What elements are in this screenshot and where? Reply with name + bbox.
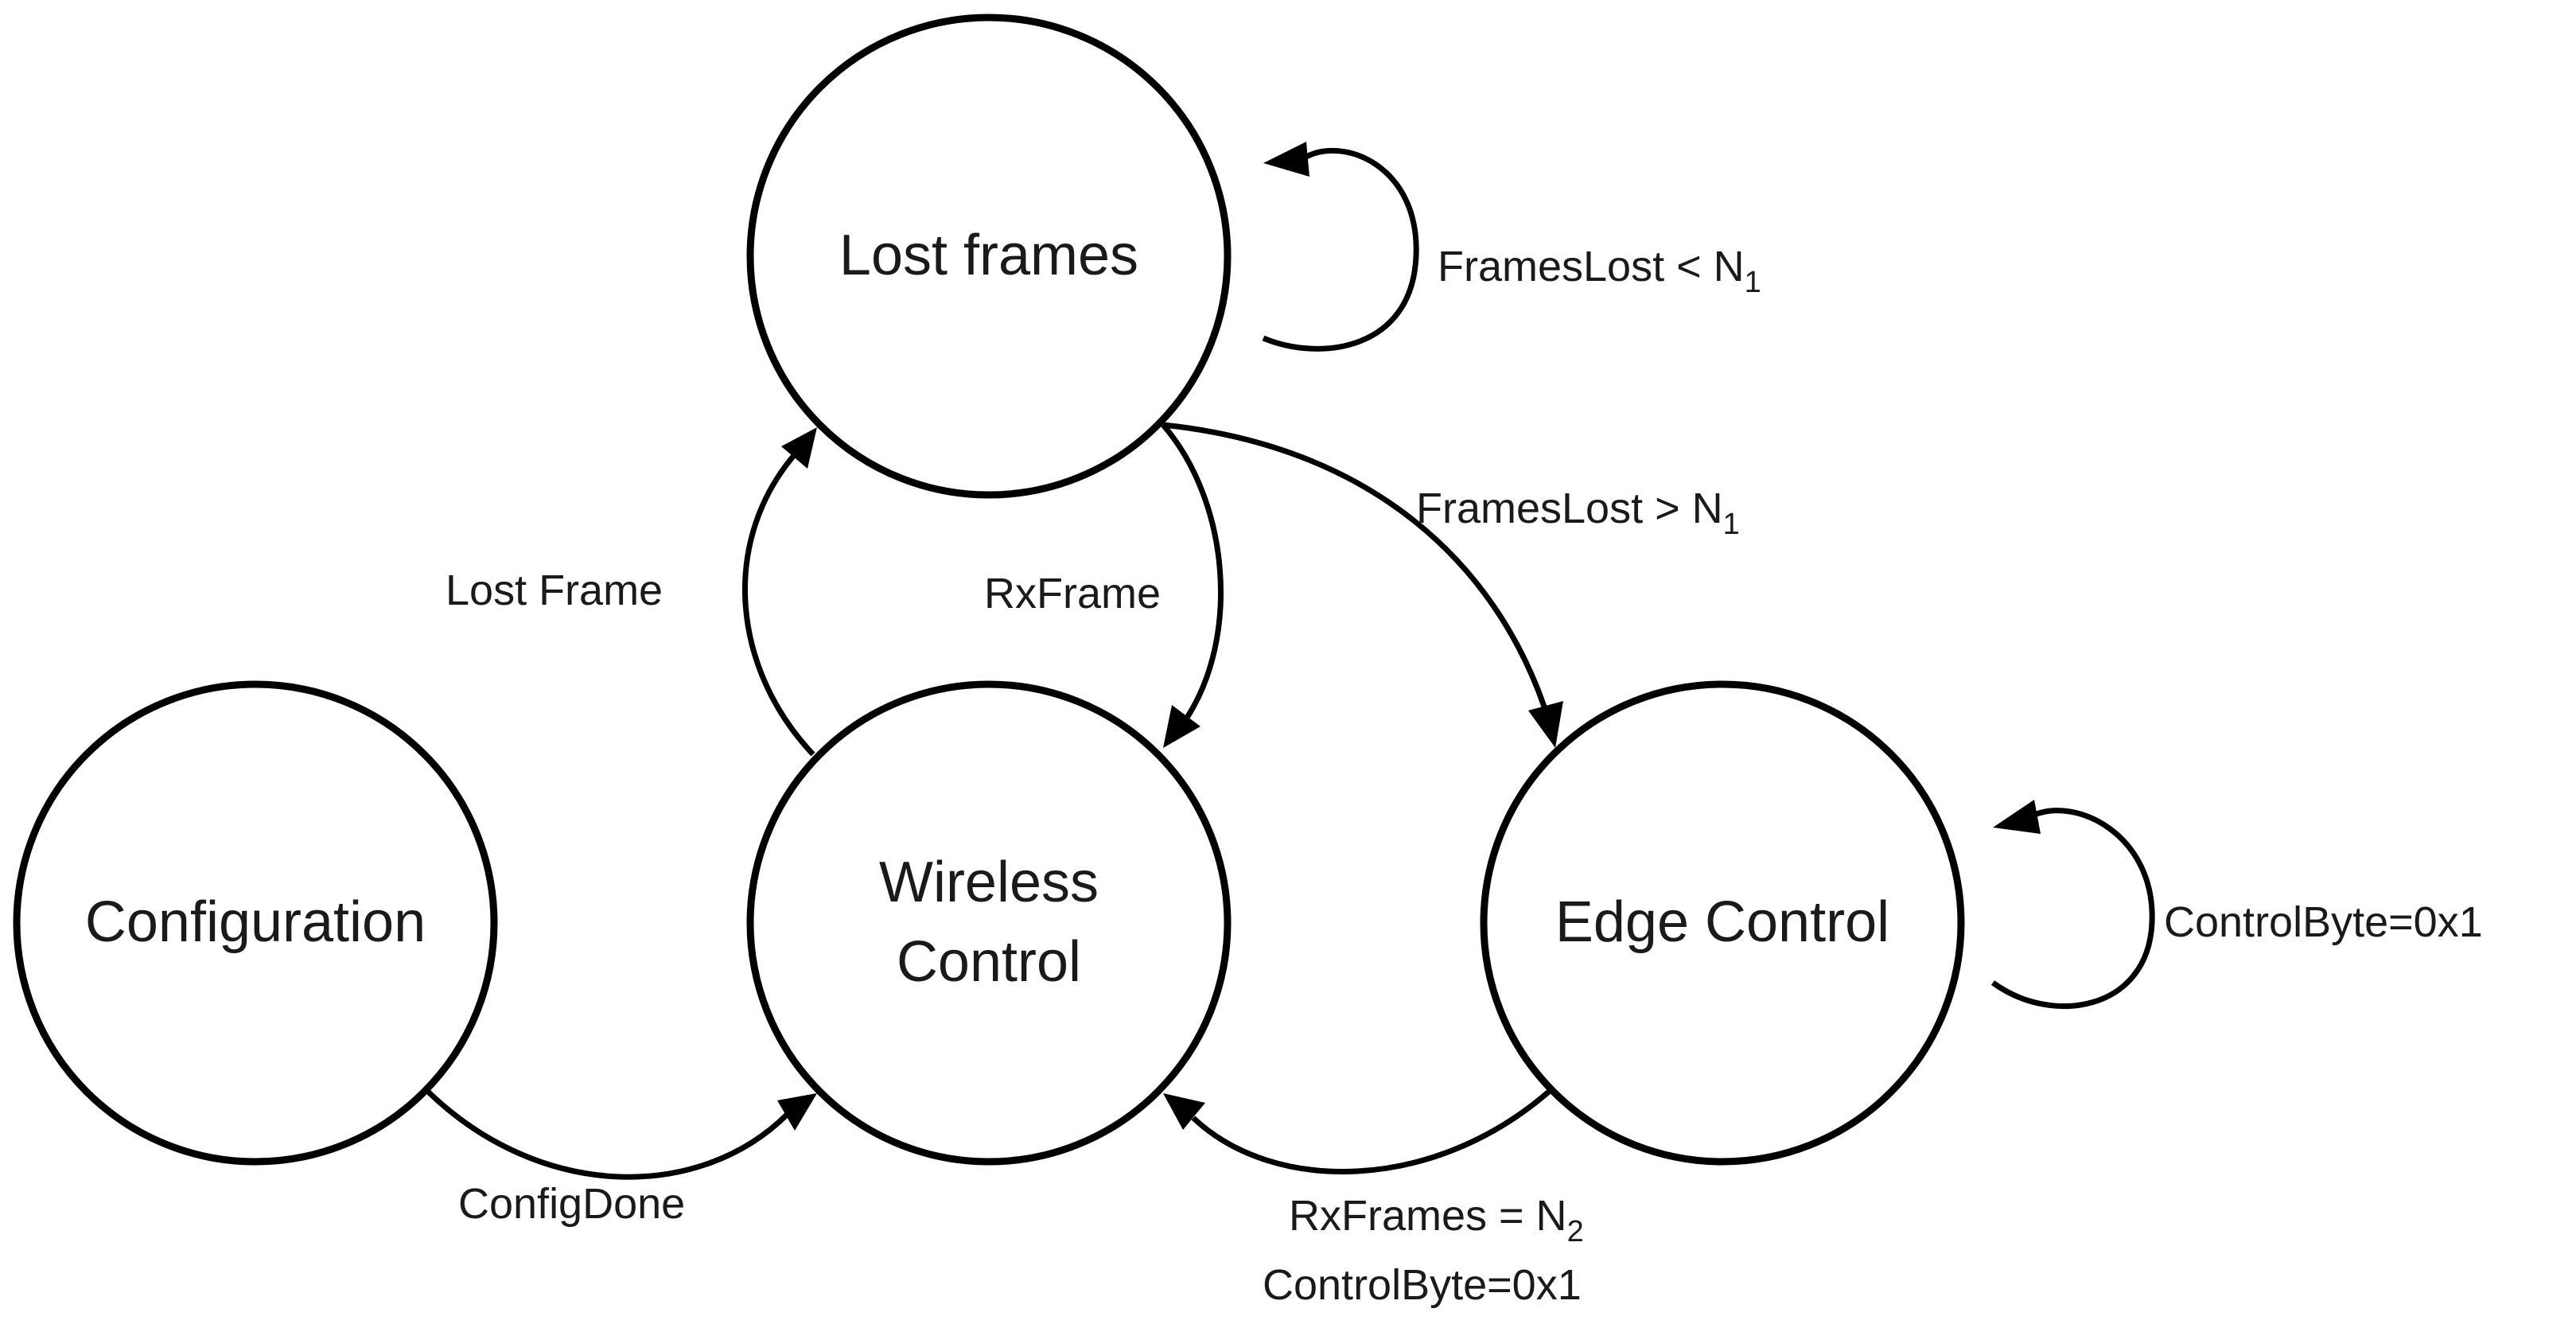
label-config-done: ConfigDone [458,1180,685,1228]
arrowhead-lost-frames-self-loop [1263,142,1309,177]
state-lost-frames [746,14,1232,499]
state-configuration [13,680,498,1166]
label-control-byte-return: ControlByte=0x1 [1263,1261,1582,1309]
arrowhead-wireless-to-lost [781,427,817,469]
label-rx-frames-eq: RxFrames = N2 [1289,1192,1584,1248]
label-control-byte-self: ControlByte=0x1 [2164,898,2483,946]
edge-config-to-wireless [425,1088,790,1180]
state-edge-control [1480,680,1965,1166]
arrowhead-lost-to-edge [1528,701,1563,748]
edge-edge-to-wireless [1191,1088,1552,1174]
state-label-wireless-line1: Wireless [879,851,1099,914]
edge-edge-self-loop [1990,808,2155,1009]
arrowhead-config-to-wireless [777,1093,817,1131]
arrowhead-edge-self-loop [1993,800,2041,834]
arrowhead-lost-to-wireless [1163,705,1200,748]
edge-wireless-to-lost [741,451,815,757]
label-lost-frame: Lost Frame [446,567,663,614]
state-label-configuration: Configuration [85,890,426,954]
state-wireless-control [746,680,1232,1166]
label-frames-lost-lt: FramesLost < N1 [1438,243,1761,299]
arrowhead-edge-to-wireless [1163,1093,1205,1130]
state-label-wireless-line2: Control [897,930,1081,994]
edge-lost-to-wireless [1161,423,1224,722]
state-label-edge-control: Edge Control [1555,890,1889,954]
state-label-lost-frames: Lost frames [839,224,1138,287]
label-frames-lost-gt: FramesLost > N1 [1416,485,1740,541]
edge-lost-to-edge [1162,422,1551,718]
edge-lost-frames-self-loop [1262,148,1419,352]
label-rx-frame: RxFrame [984,570,1161,617]
